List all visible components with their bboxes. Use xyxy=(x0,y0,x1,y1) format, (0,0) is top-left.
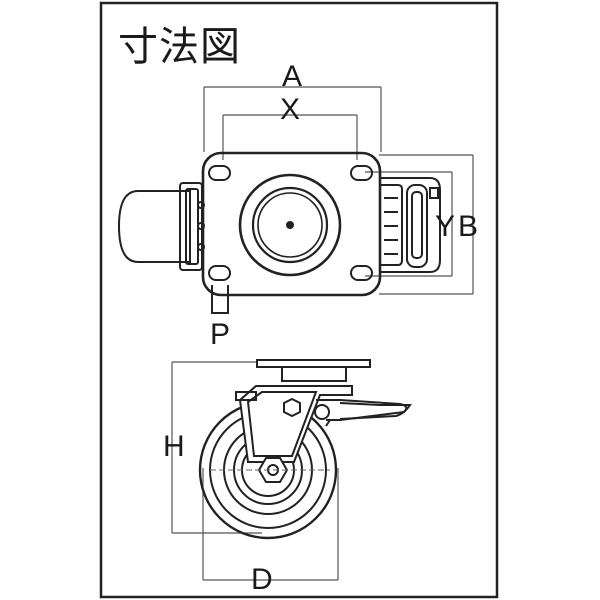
pedal-cylinder xyxy=(117,190,191,263)
side-view xyxy=(171,359,412,581)
dimension-b xyxy=(379,154,474,295)
brake-lever-side xyxy=(314,399,412,427)
brake-lever-top xyxy=(380,177,441,273)
swivel-fork xyxy=(238,385,353,463)
label-p: P xyxy=(210,318,230,351)
top-view xyxy=(117,86,474,314)
drawing-title: 寸法図 xyxy=(118,24,241,70)
dimension-h xyxy=(171,361,262,534)
bolt-holes xyxy=(208,165,373,281)
label-h: H xyxy=(163,430,185,463)
label-x: X xyxy=(280,93,300,126)
label-y: Y xyxy=(435,210,455,243)
label-b: B xyxy=(458,210,478,243)
label-d: D xyxy=(251,563,273,596)
top-plate xyxy=(201,151,382,297)
label-a: A xyxy=(282,60,302,93)
kingpin-outer xyxy=(238,173,342,277)
dimension-a xyxy=(203,86,382,152)
fork-bolt xyxy=(283,397,301,418)
brake-tab xyxy=(211,285,229,314)
outer-frame xyxy=(99,1,499,599)
side-top-plate xyxy=(256,359,371,368)
